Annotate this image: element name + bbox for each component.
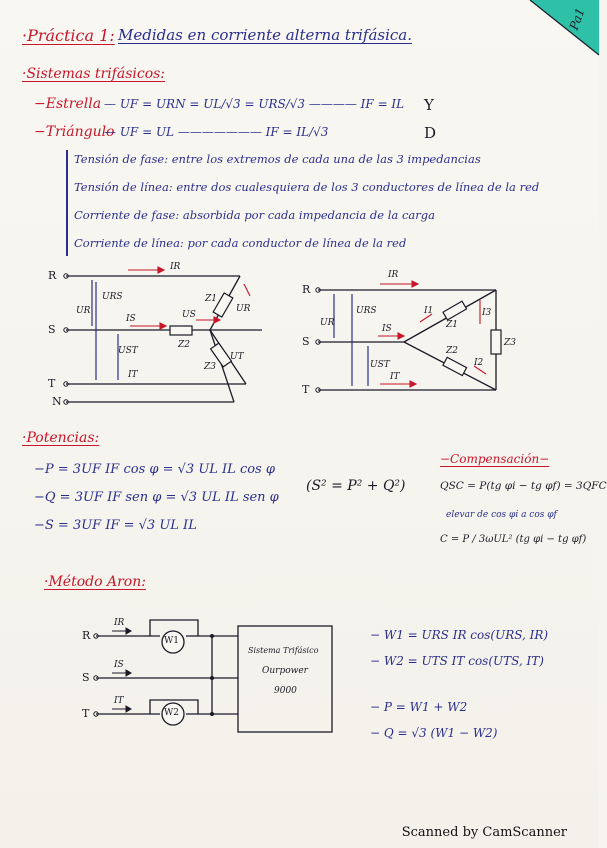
triangulo-symbol: D: [424, 124, 437, 142]
delta-label-z2: Z2: [446, 346, 458, 356]
definitions-bracket: [66, 150, 68, 256]
aron-current-ir: IR: [114, 618, 125, 628]
aron-formula-q: − Q = √3 (W1 − W2): [370, 726, 498, 740]
delta-label-ust: UST: [370, 360, 390, 370]
aron-current-is: IS: [114, 660, 124, 670]
load-box-line1: Sistema Trifásico: [248, 646, 319, 655]
estrella-formula: — UF = URN = UL/√3 = URS/√3 ———— IF = IL: [104, 97, 405, 111]
delta-terminal-t: T: [302, 383, 310, 396]
star-label-ust: UST: [118, 346, 138, 356]
star-terminal-r: R: [48, 269, 57, 282]
estrella-symbol: Y: [424, 96, 434, 114]
triangulo-formula: — UF = UL ——————— IF = IL/√3: [104, 125, 329, 139]
star-label-urs: URS: [102, 292, 123, 302]
page-title: Medidas en corriente alterna trifásica.: [118, 26, 413, 44]
star-label-z3: Z3: [204, 362, 216, 372]
load-box-line3: 9000: [274, 686, 297, 696]
load-box-line2: Ourpower: [262, 666, 308, 676]
delta-terminal-r: R: [302, 283, 311, 296]
delta-label-urs: URS: [356, 306, 377, 316]
delta-label-is: IS: [382, 324, 392, 334]
star-terminal-n: N: [52, 395, 62, 408]
wattmeter-w2: W2: [164, 708, 179, 718]
aron-current-it: IT: [114, 696, 124, 706]
definition-corriente-linea: Corriente de línea: por cada conductor d…: [74, 236, 407, 250]
estrella-label: −Estrella: [34, 96, 102, 112]
star-label-ur: UR: [236, 304, 251, 314]
potencia-activa: −P = 3UF IF cos φ = √3 UL IL cos φ: [34, 462, 275, 477]
title-number: ·Práctica 1:: [22, 26, 115, 45]
definition-tension-linea: Tensión de línea: entre dos cualesquiera…: [74, 180, 540, 194]
star-label-ut: UT: [230, 352, 244, 362]
star-terminal-t: T: [48, 377, 56, 390]
star-label-is: IS: [126, 314, 136, 324]
power-triangle-relation: (S² = P² + Q²): [306, 478, 406, 494]
delta-label-ur: UR: [320, 318, 335, 328]
delta-label-i1: I1: [424, 306, 434, 316]
star-terminal-s: S: [48, 323, 56, 336]
compensacion-capacitor: C = P / 3ωUL² (tg φi − tg φf): [440, 534, 587, 545]
delta-label-i2: I2: [474, 358, 484, 368]
delta-label-z1: Z1: [446, 320, 458, 330]
potencia-reactiva: −Q = 3UF IF sen φ = √3 UL IL sen φ: [34, 490, 279, 505]
star-label-z1: Z1: [205, 294, 217, 304]
star-label-z2: Z2: [178, 340, 190, 350]
delta-label-ir: IR: [388, 270, 399, 280]
star-label-ir: IR: [170, 262, 181, 272]
section-heading-potencias: ·Potencias:: [22, 430, 100, 446]
aron-terminal-r: R: [82, 629, 91, 642]
definition-corriente-fase: Corriente de fase: absorbida por cada im…: [74, 208, 435, 222]
compensacion-heading: −Compensación−: [440, 452, 550, 466]
scanner-watermark: Scanned by CamScanner: [401, 825, 567, 840]
wattmeter-w1: W1: [164, 636, 179, 646]
definition-tension-fase: Tensión de fase: entre los extremos de c…: [74, 152, 481, 166]
delta-terminal-s: S: [302, 335, 310, 348]
aron-formula-w2: − W2 = UTS IT cos(UTS, IT): [370, 654, 544, 668]
aron-formula-w1: − W1 = URS IR cos(URS, IR): [370, 628, 549, 642]
section-heading-aron: ·Método Aron:: [44, 574, 146, 590]
compensacion-note: elevar de cos φi a cos φf: [446, 510, 557, 520]
star-label-us: US: [182, 310, 196, 320]
delta-label-it: IT: [390, 372, 400, 382]
aron-terminal-t: T: [82, 707, 90, 720]
section-heading-sistemas: ·Sistemas trifásicos:: [22, 66, 166, 82]
aron-formula-p: − P = W1 + W2: [370, 700, 468, 714]
compensacion-qsc: QSC = P(tg φi − tg φf) = 3QFC: [440, 480, 607, 492]
potencia-aparente: −S = 3UF IF = √3 UL IL: [34, 518, 197, 533]
aron-terminal-s: S: [82, 671, 90, 684]
delta-label-i3: I3: [482, 308, 492, 318]
delta-label-z3: Z3: [504, 338, 516, 348]
star-label-it: IT: [128, 370, 138, 380]
star-label-urn: UR: [76, 306, 91, 316]
triangulo-label: −Triángulo: [34, 124, 115, 140]
